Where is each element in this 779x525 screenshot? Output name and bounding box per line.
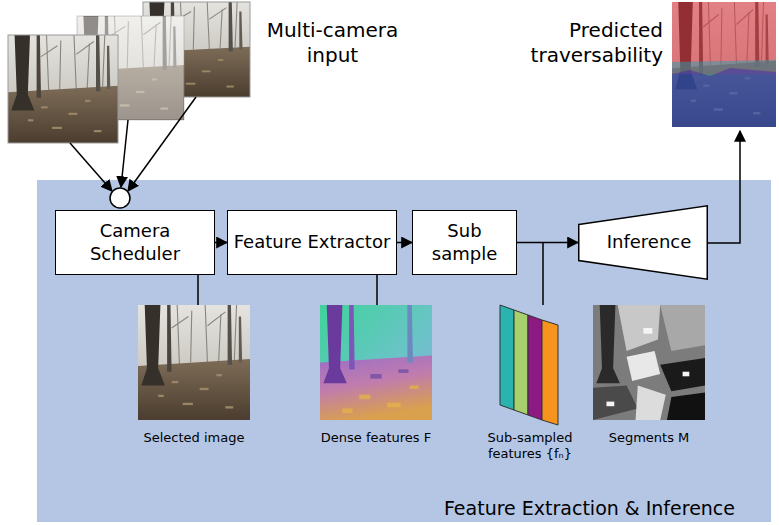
selected-image [138,305,250,420]
feature-slice [542,320,558,425]
label-holder: Predicted traversability [495,18,663,68]
module-panel: Feature Extraction & Inference Camera Sch… [37,180,771,522]
panel-title: Feature Extraction & Inference [444,497,735,519]
tap-line [197,275,199,305]
label-holder: Dense features F [310,430,442,446]
label-holder: Selected image [128,430,260,446]
process-box: Sub sample [412,210,517,275]
feature-slice [528,315,542,420]
input-arrow [70,143,112,191]
flow-arrow [517,242,578,244]
camera-photo [8,35,118,143]
output-arrow [708,131,740,243]
dense-feature-map [320,305,432,420]
feature-slice [514,310,528,415]
process-box: Feature Extractor [227,210,397,275]
photo-frame [8,35,118,143]
segment-map [593,305,705,420]
feature-slice [500,305,514,410]
image-caption: Selected image [128,430,260,446]
panel-label-holder: Feature Extraction & Inference [444,497,735,519]
image-caption: Dense features F [310,430,442,446]
traversable-overlay [672,68,776,127]
box-label: Camera Scheduler [56,220,214,265]
merge-circle [110,188,130,208]
tap-line [542,243,544,305]
input-arrow [128,97,196,191]
tap-line [376,275,378,305]
input-arrows [70,97,196,191]
section-label: Multi-camera input [240,18,425,68]
camera-photo-stack [8,2,250,143]
section-label: Predicted traversability [495,18,663,68]
prediction-photo [672,2,776,127]
trapezoid-shape [579,206,708,280]
box-label: Inference [595,231,692,254]
input-arrow [121,120,128,187]
box-label: Feature Extractor [234,231,391,254]
image-caption: Sub-sampled features {fₙ} [473,430,587,463]
image-caption: Segments M [583,430,715,446]
prediction-image [672,2,776,127]
flow-arrow [397,242,412,244]
box-label: Sub sample [413,220,516,265]
label-holder: Multi-camera input [240,18,425,68]
decoder-trapezoid: Inference [578,205,708,280]
flow-arrow [215,242,227,244]
feature-stack [500,305,558,425]
boundary-overlay [672,60,776,76]
process-box: Camera Scheduler [55,210,215,275]
label-holder: Segments M [583,430,715,446]
label-holder: Sub-sampled features {fₙ} [473,430,587,463]
